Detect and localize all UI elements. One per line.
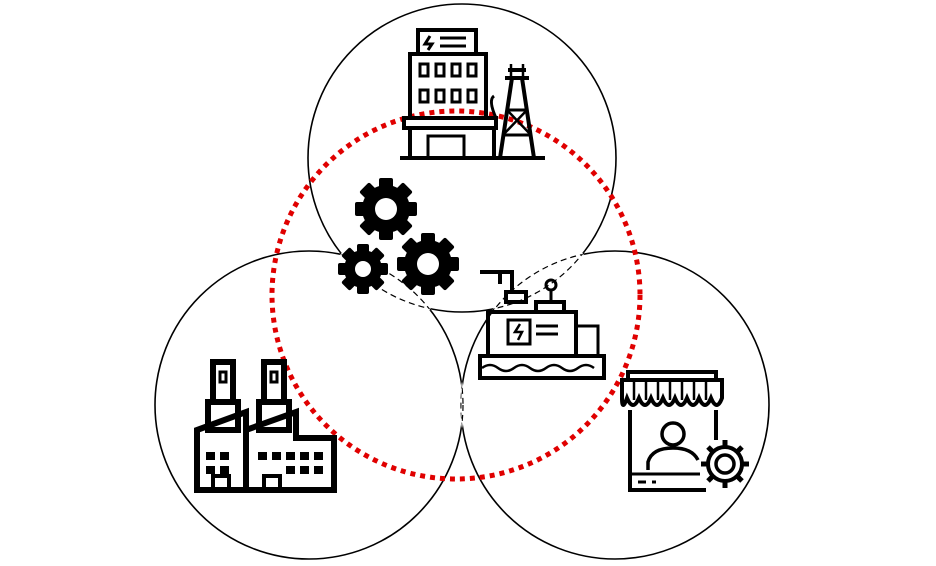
factory-icon — [194, 359, 337, 493]
shop-icon — [620, 370, 749, 492]
generator-icon — [478, 270, 606, 380]
center-circle — [269, 108, 643, 482]
left-circle — [154, 250, 464, 560]
gears-icon — [338, 178, 459, 295]
power-plant-icon — [400, 28, 545, 160]
top-circle — [307, 3, 617, 313]
